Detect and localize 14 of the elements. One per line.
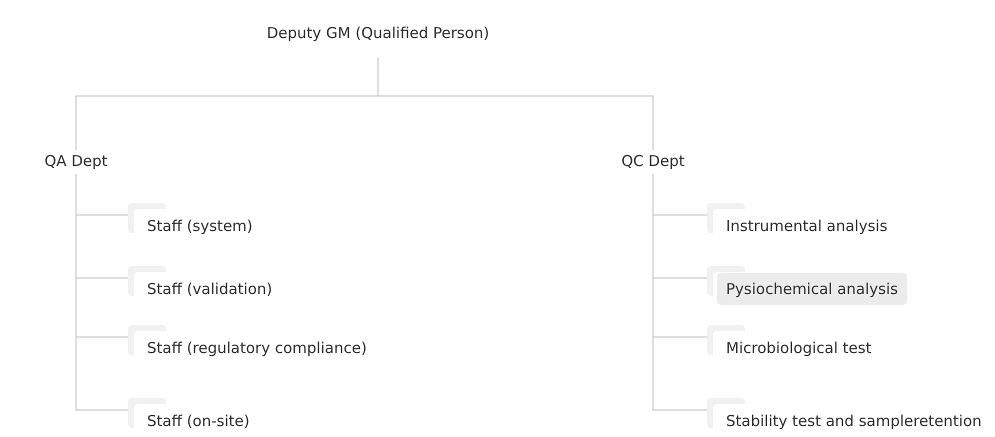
node-label: Staff (validation)	[147, 279, 272, 300]
node-label: Stability test and sampleretention	[726, 411, 982, 432]
node-label: Deputy GM (Qualified Person)	[266, 23, 490, 44]
connector-line	[378, 58, 654, 150]
connector-line	[76, 174, 128, 410]
node-label: Microbiological test	[726, 338, 872, 359]
node-label: QA Dept	[44, 151, 108, 172]
node-label: Instrumental analysis	[726, 216, 888, 237]
node-label: Staff (system)	[147, 216, 253, 237]
connector-line	[652, 174, 708, 410]
node-label: QC Dept	[621, 151, 685, 172]
highlighted-label: Pysiochemical analysis	[717, 273, 907, 305]
node-label: Staff (on-site)	[147, 411, 250, 432]
node-label: Staff (regulatory compliance)	[147, 338, 367, 359]
